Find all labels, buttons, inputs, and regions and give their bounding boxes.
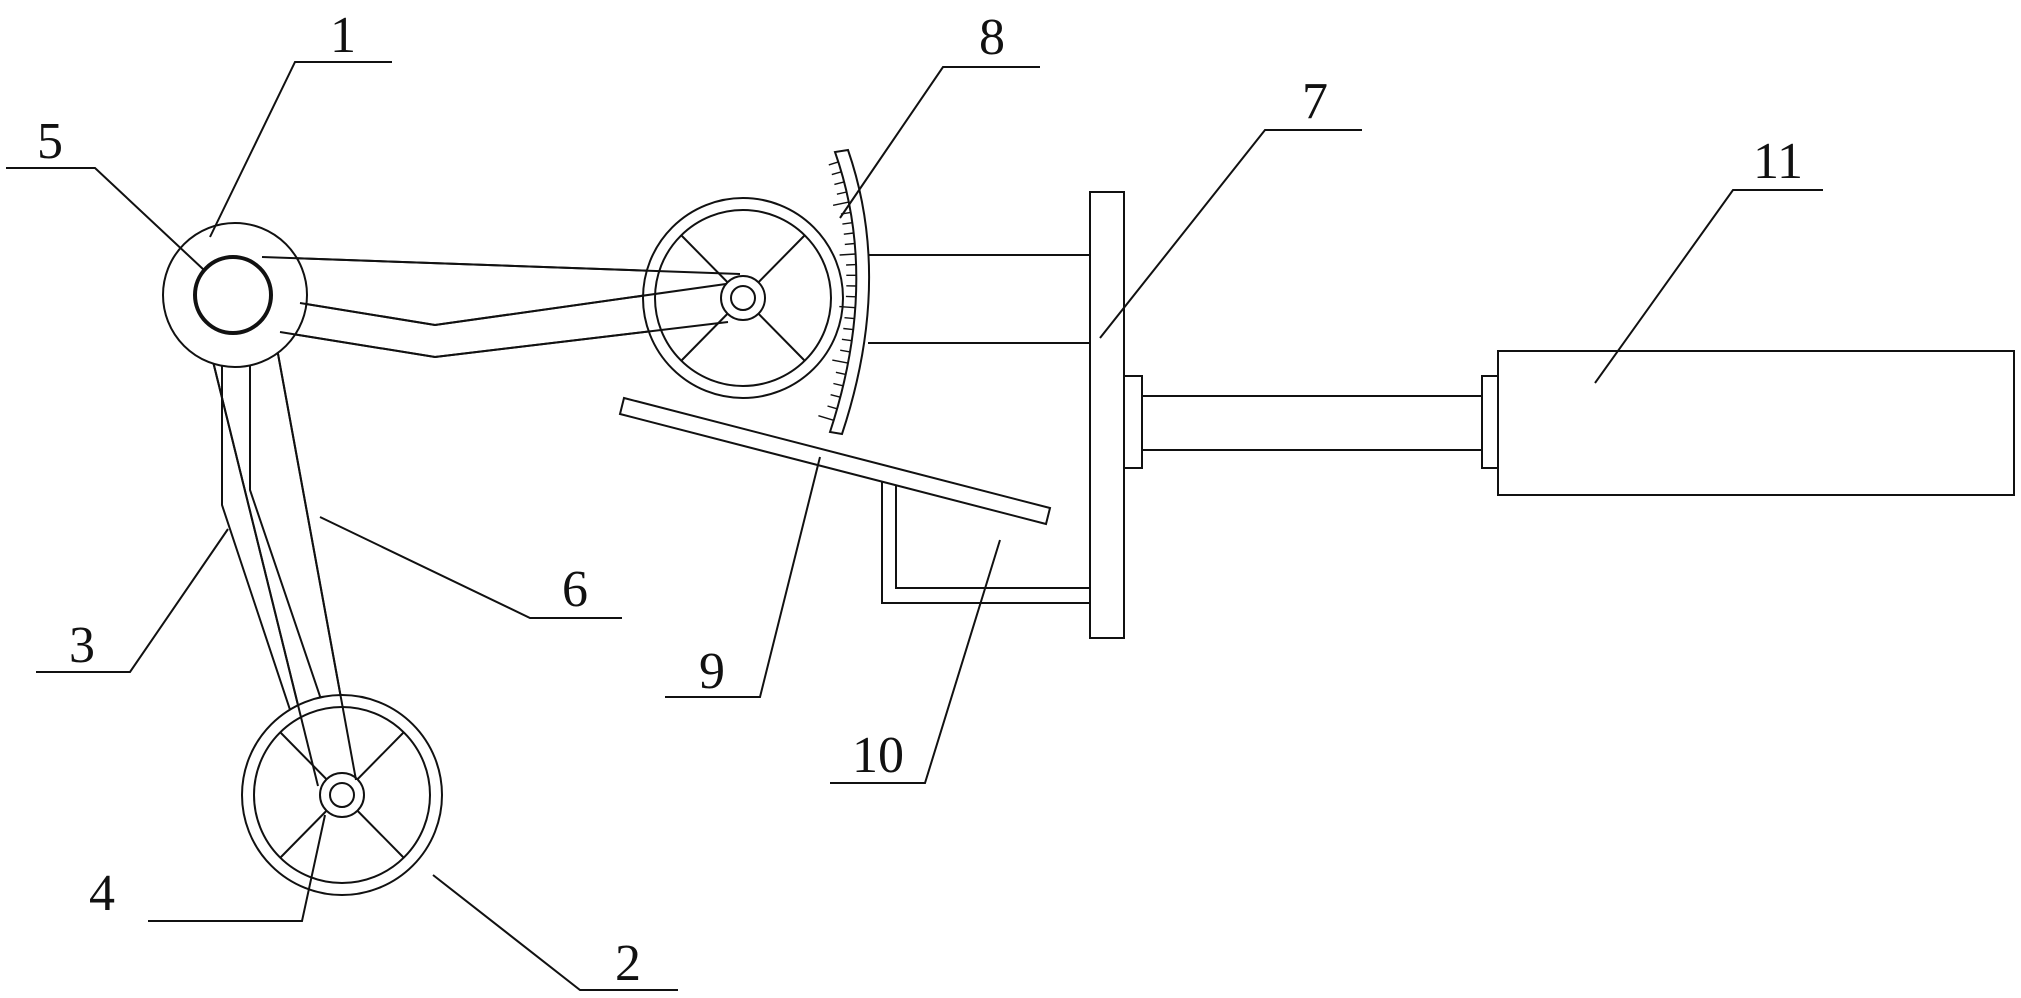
lower-wheel bbox=[241, 694, 443, 896]
graduated-scale bbox=[818, 148, 871, 436]
scale-tick bbox=[818, 415, 834, 421]
scale-tick bbox=[844, 317, 855, 320]
scale-tick bbox=[833, 382, 844, 387]
scale-tick bbox=[840, 349, 851, 353]
part-label-2: 2 bbox=[615, 935, 641, 992]
part-label-5: 5 bbox=[37, 113, 63, 170]
bracket bbox=[881, 480, 1090, 604]
piston-rod bbox=[1123, 375, 1499, 469]
part-label-7: 7 bbox=[1302, 73, 1328, 130]
guide-rods bbox=[868, 254, 1090, 344]
scale-tick bbox=[842, 222, 853, 225]
part-label-6: 6 bbox=[562, 561, 588, 618]
part-labels: 1 2 3 4 5 6 7 8 9 10 11 bbox=[37, 7, 1803, 992]
scale-tick bbox=[843, 327, 854, 331]
part-label-3: 3 bbox=[69, 617, 95, 674]
tilted-plate bbox=[618, 396, 1052, 526]
lower-arm-front bbox=[203, 324, 357, 787]
cylinder-body bbox=[1497, 350, 2015, 496]
scale-tick bbox=[827, 405, 838, 410]
scale-tick bbox=[828, 161, 839, 166]
part-label-10: 10 bbox=[852, 727, 904, 784]
main-joint bbox=[162, 222, 308, 368]
scale-tick bbox=[844, 242, 855, 246]
part-label-1: 1 bbox=[330, 7, 356, 64]
scale-tick bbox=[841, 338, 852, 342]
scale-tick bbox=[834, 181, 845, 186]
part-label-8: 8 bbox=[979, 9, 1005, 66]
scale-tick bbox=[843, 232, 854, 235]
scale-tick bbox=[832, 359, 849, 364]
part-label-11: 11 bbox=[1753, 133, 1803, 190]
scale-tick bbox=[831, 171, 842, 176]
upper-arm-front bbox=[261, 256, 741, 359]
part-label-4: 4 bbox=[89, 865, 115, 922]
mounting-plate bbox=[1089, 191, 1125, 639]
upper-wheel-hub bbox=[720, 275, 766, 321]
scale-tick bbox=[830, 394, 841, 398]
scale-tick bbox=[836, 191, 847, 195]
scale-tick bbox=[839, 253, 856, 256]
leader-lines bbox=[6, 61, 1823, 991]
scale-tick bbox=[835, 371, 846, 376]
scale-ticks bbox=[818, 161, 857, 421]
scale-tick bbox=[832, 201, 849, 206]
part-label-9: 9 bbox=[699, 643, 725, 700]
scale-tick bbox=[839, 305, 856, 309]
